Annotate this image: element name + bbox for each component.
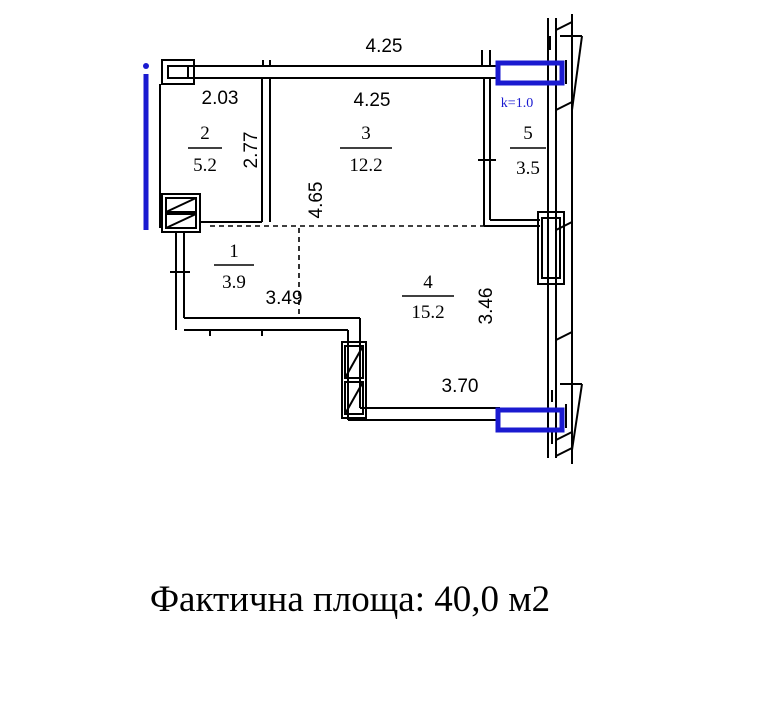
window-coefficient-label: k=1.0 [501,96,533,111]
dim-room2-height: 2.77 [241,132,262,169]
dim-room3-width: 4.25 [354,90,391,111]
actual-area-caption: Фактична площа: 40,0 м2 [149,579,551,620]
dim-room4-height: 3.46 [476,288,497,325]
dim-top-overall: 4.25 [366,36,403,57]
room-3-number: 3 [361,123,371,144]
room-1-number: 1 [229,241,239,262]
room-2-number: 2 [200,123,210,144]
window-mark-dot [143,63,149,69]
dim-room3-height: 4.65 [306,182,327,219]
room-4-number: 4 [423,272,433,293]
room-fraction-bars [188,147,546,297]
room-4-area: 15.2 [411,302,444,323]
walls [159,14,583,464]
window-marks [143,60,565,433]
dim-corridor-width: 3.49 [266,288,303,309]
room-5-number: 5 [523,123,533,144]
window-mark-top-right [495,60,565,86]
room-1-area: 3.9 [222,272,246,293]
dim-room4-width: 3.70 [442,376,479,397]
dim-room2-width: 2.03 [202,88,239,109]
floor-plan: 2 5.2 3 12.2 5 3.5 1 3.9 4 15.2 4.25 2.0… [143,14,583,464]
room-3-area: 12.2 [349,155,382,176]
window-mark-bottom-right [495,407,565,433]
room-2-area: 5.2 [193,155,217,176]
room-5-area: 3.5 [516,158,540,179]
dashed-boundaries [210,225,484,318]
